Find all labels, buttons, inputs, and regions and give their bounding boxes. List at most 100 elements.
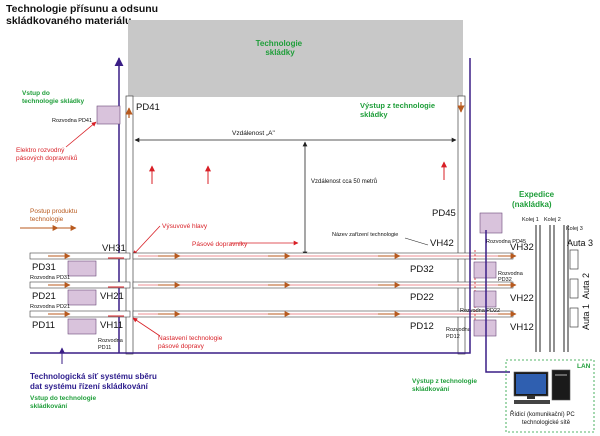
switchboard-pd11-label: Rozvodna PD11 bbox=[98, 338, 124, 351]
control-network-label: Technologická síť systému sběru dat syst… bbox=[30, 372, 159, 391]
switchboard-pd21 bbox=[67, 289, 97, 306]
truck-2 bbox=[569, 278, 579, 299]
switchboard-pd31-label: Rozvodna PD31 bbox=[30, 275, 70, 281]
pc-tower bbox=[551, 369, 571, 401]
pc-icon bbox=[513, 369, 571, 404]
pd31-label: PD31 bbox=[32, 262, 56, 273]
lan-box bbox=[505, 359, 595, 433]
diagram-title: Technologie přísunu a odsunu skládkované… bbox=[6, 3, 161, 27]
output-tech-line-2: skládkování bbox=[412, 386, 449, 393]
rail-tracks bbox=[535, 225, 569, 352]
switchboard-pd41 bbox=[96, 105, 121, 125]
expedice-label: Expedice (nakládka) bbox=[512, 190, 556, 209]
storage-label: Technologie skládky bbox=[256, 39, 305, 57]
control-network-to-pc bbox=[485, 230, 510, 373]
setup-belt-arrow bbox=[132, 317, 161, 337]
switchboard-pd12-line-2: PD12 bbox=[446, 334, 460, 340]
control-network-line bbox=[30, 160, 471, 354]
input-storage-line-1: Vstup do bbox=[22, 90, 50, 97]
input-storage-label: Vstup do technologie skládky bbox=[22, 90, 85, 105]
product-input-label: Postup produktu technologie bbox=[30, 208, 79, 223]
swing-heads-arrow bbox=[132, 225, 161, 256]
control-network-line-1: Technologická síť systému sběru bbox=[30, 372, 157, 381]
device-name-label: Název zařízení technologie bbox=[332, 232, 398, 238]
pd32-label: PD32 bbox=[410, 264, 434, 275]
track-1-label: Kolej 1 bbox=[522, 217, 539, 223]
switchboard-pd12-label: Rozvodna PD12 bbox=[446, 327, 472, 340]
distance-a-label: Vzdálenost „A" bbox=[232, 130, 275, 137]
vh11-label: VH11 bbox=[100, 320, 123, 331]
lan-label: LAN bbox=[577, 363, 591, 370]
product-input-line-1: Postup produktu bbox=[30, 208, 78, 215]
switchboard-pd12-line-1: Rozvodna bbox=[446, 327, 472, 333]
product-input-line-2: technologie bbox=[30, 216, 64, 223]
control-network-line-2: dat systému řízení skládkování bbox=[30, 382, 149, 391]
output-storage-label: Výstup z technologie skládky bbox=[360, 101, 437, 119]
input-tech-line-2: skládkování bbox=[30, 403, 67, 410]
truck-3-label: Auta 3 bbox=[567, 238, 593, 248]
track-3-label: Kolej 3 bbox=[566, 226, 583, 232]
switchboard-pd22 bbox=[473, 290, 497, 308]
truck-3 bbox=[569, 249, 579, 270]
pc-label-line-1: Řídicí (komunikační) PC bbox=[510, 410, 575, 418]
pc-stand bbox=[527, 396, 535, 399]
vh32-label: VH32 bbox=[510, 242, 534, 253]
vh42-label: VH42 bbox=[430, 238, 454, 249]
setup-belt-line-2: pásové dopravy bbox=[158, 343, 205, 350]
vh31-label: VH31 bbox=[102, 243, 126, 254]
conveyor-pd45 bbox=[457, 95, 466, 355]
conveyor-pd41 bbox=[125, 95, 134, 355]
device-name-arrow bbox=[404, 237, 429, 246]
storage-area bbox=[128, 20, 463, 97]
pd45-label: PD45 bbox=[432, 208, 456, 219]
truck-1-label: Auta 1 bbox=[581, 304, 591, 330]
output-storage-line-1: Výstup z technologie bbox=[360, 101, 435, 110]
switchboard-pd32-line-2: PD32 bbox=[498, 277, 512, 283]
switchboard-pd32-label: Rozvodna PD32 bbox=[498, 271, 524, 283]
vh22-label: VH22 bbox=[510, 293, 534, 304]
switchboard-pd45-label: Rozvodna PD45 bbox=[486, 239, 526, 245]
truck-2-label: Auta 2 bbox=[581, 273, 591, 299]
storage-label-line-2: skládky bbox=[265, 48, 295, 57]
input-storage-line-2: technologie skládky bbox=[22, 98, 85, 105]
expedice-line-2: (nakládka) bbox=[512, 200, 552, 209]
pd41-label: PD41 bbox=[136, 102, 160, 113]
swing-heads-label: Výsuvové hlavy bbox=[162, 223, 208, 230]
title-line-1: Technologie přísunu a odsunu bbox=[6, 3, 158, 15]
pd22-label: PD22 bbox=[410, 292, 434, 303]
pd12-label: PD12 bbox=[410, 321, 434, 332]
expedice-line-1: Expedice bbox=[519, 190, 555, 199]
conveyor-pd21 bbox=[29, 281, 131, 289]
switchboard-pd32 bbox=[473, 261, 497, 279]
electro-line-2: pásových dopravníků bbox=[16, 154, 78, 162]
truck-1 bbox=[569, 307, 579, 328]
pc-drive bbox=[555, 374, 567, 376]
pd11-label: PD11 bbox=[32, 320, 55, 331]
conveyor-pd11 bbox=[29, 310, 131, 318]
vh21-label: VH21 bbox=[100, 291, 124, 302]
left-swing-heads bbox=[108, 257, 124, 317]
electro-line-1: Elektro rozvodný bbox=[16, 147, 65, 154]
switchboard-pd11 bbox=[67, 318, 97, 335]
output-tech-bottom-label: Výstup z technologie skládkování bbox=[412, 378, 479, 393]
pc-label-line-2: technologické sítě bbox=[522, 420, 571, 426]
track-2-label: Kolej 2 bbox=[544, 217, 561, 223]
switchboard-pd22-label: Rozvodna PD22 bbox=[460, 308, 500, 314]
pd21-label: PD21 bbox=[32, 291, 56, 302]
title-line-2: skládkovaného materiálu. bbox=[6, 15, 134, 27]
switchboard-pd41-label: Rozvodna PD41 bbox=[52, 118, 92, 124]
switchboard-pd21-label: Rozvodna PD21 bbox=[30, 304, 70, 310]
belt-conveyors-label: Pásové dopravníky bbox=[192, 241, 248, 248]
input-tech-line-1: Vstup do technologie bbox=[30, 395, 96, 402]
flow-arrows bbox=[48, 253, 517, 317]
pc-keyboard bbox=[514, 400, 550, 404]
switchboard-pd31 bbox=[67, 260, 97, 277]
conveyor-pd31 bbox=[29, 252, 131, 260]
electro-arrow bbox=[65, 121, 97, 148]
setup-belt-line-1: Nastavení technologie bbox=[158, 335, 223, 342]
pc-screen bbox=[516, 374, 546, 394]
switchboard-pd11-line-2: PD11 bbox=[98, 345, 111, 351]
output-storage-line-2: skládky bbox=[360, 110, 388, 119]
setup-belt-label: Nastavení technologie pásové dopravy bbox=[158, 335, 224, 350]
